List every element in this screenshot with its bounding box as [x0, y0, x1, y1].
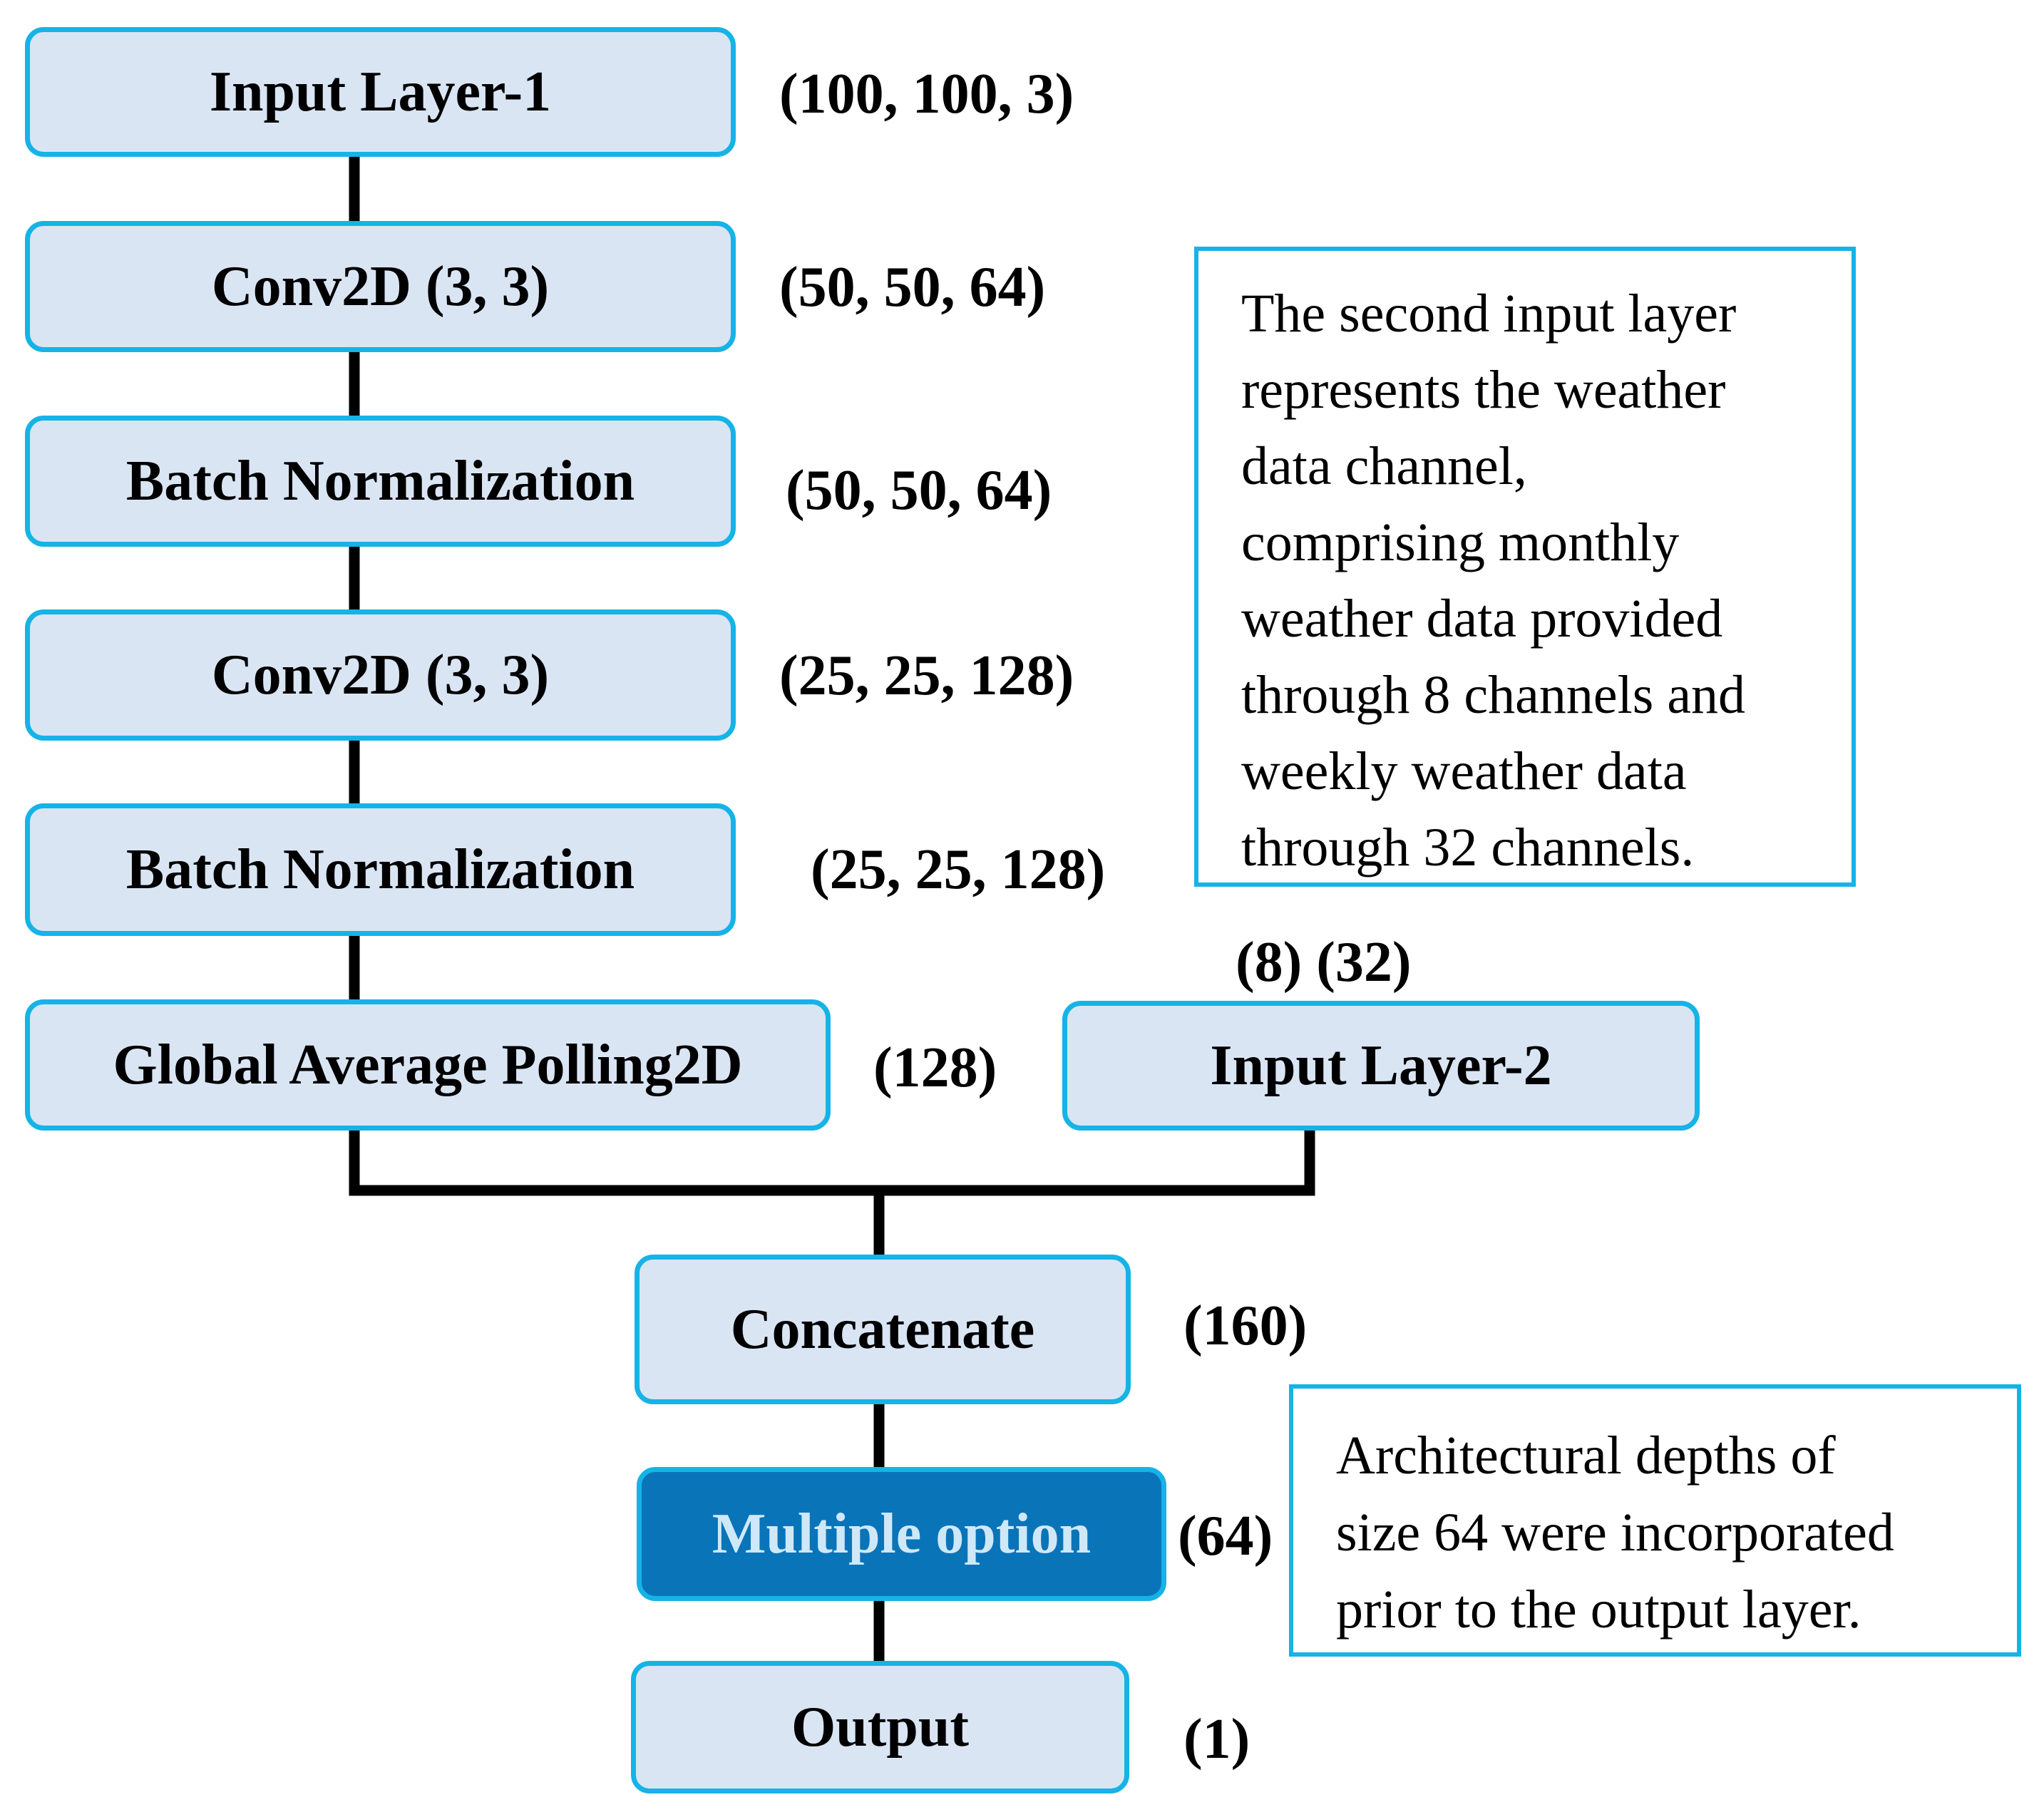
input-layer-1-shape: (100, 100, 3): [779, 63, 1074, 125]
edge-gap-merge: [349, 1130, 1315, 1196]
output-label: Output: [791, 1695, 969, 1759]
global-average-pooling-node: Global Average Polling2D: [25, 999, 831, 1131]
conv2d-2-shape: (25, 25, 128): [779, 644, 1074, 707]
input-layer-2-shape: (8) (32): [1236, 931, 1412, 994]
batch-norm-1-node: Batch Normalization: [25, 416, 736, 547]
batch-norm-1-label: Batch Normalization: [125, 449, 635, 513]
global-average-pooling-shape: (128): [873, 1036, 997, 1099]
conv2d-1-shape: (50, 50, 64): [779, 256, 1046, 319]
input-layer-1-label: Input Layer-1: [209, 60, 552, 123]
concatenate-shape: (160): [1183, 1294, 1308, 1357]
batch-norm-2-node: Batch Normalization: [25, 803, 736, 936]
batch-norm-1-shape: (50, 50, 64): [786, 459, 1052, 522]
output-node: Output: [631, 1661, 1129, 1793]
conv2d-2-node: Conv2D (3, 3): [25, 609, 736, 741]
concatenate-node: Concatenate: [635, 1255, 1131, 1404]
depth-note: Architectural depths of size 64 were inc…: [1289, 1384, 2021, 1657]
batch-norm-2-shape: (25, 25, 128): [811, 838, 1106, 901]
conv2d-1-node: Conv2D (3, 3): [25, 221, 736, 352]
input-layer-2-note: The second input layer represents the we…: [1194, 247, 1856, 887]
conv2d-2-label: Conv2D (3, 3): [211, 643, 550, 706]
output-shape: (1): [1183, 1708, 1250, 1771]
input-layer-1-node: Input Layer-1: [25, 27, 736, 157]
multiple-option-node: Multiple option: [637, 1467, 1166, 1601]
global-average-pooling-label: Global Average Polling2D: [113, 1033, 743, 1096]
multiple-option-shape: (64): [1178, 1505, 1273, 1568]
input-layer-2-node: Input Layer-2: [1062, 1001, 1700, 1131]
conv2d-1-label: Conv2D (3, 3): [211, 254, 550, 318]
batch-norm-2-label: Batch Normalization: [125, 838, 635, 901]
multiple-option-label: Multiple option: [712, 1502, 1092, 1565]
concatenate-label: Concatenate: [730, 1297, 1035, 1361]
input-layer-2-label: Input Layer-2: [1210, 1034, 1552, 1097]
